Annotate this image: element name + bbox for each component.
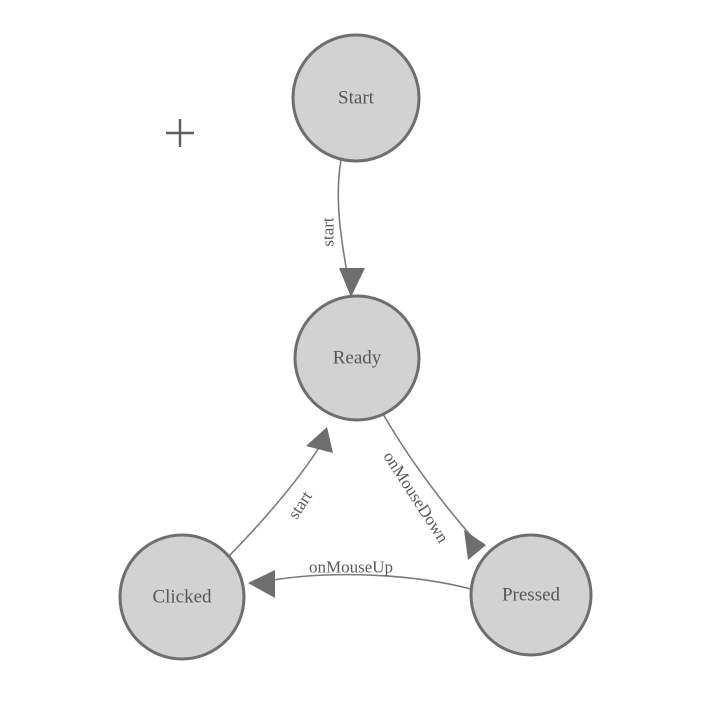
arrowhead-icon [464, 530, 486, 560]
node-label-ready: Ready [333, 348, 382, 369]
edge-label-pressed-to-clicked: onMouseUp [309, 558, 393, 577]
edge-path [228, 442, 323, 557]
node-start[interactable]: Start [291, 33, 421, 163]
node-ready[interactable]: Ready [293, 294, 421, 422]
node-label-pressed: Pressed [502, 585, 561, 606]
node-pressed[interactable]: Pressed [469, 533, 593, 657]
arrowhead-icon [248, 570, 275, 598]
crosshair-icon [166, 119, 194, 147]
edge-label-ready-to-pressed: onMouseDown [379, 448, 452, 547]
arrowhead-icon [339, 268, 365, 297]
node-label-clicked: Clicked [152, 587, 212, 608]
edge-label-clicked-to-ready: start [284, 487, 316, 522]
edge-clicked-to-ready[interactable]: start [228, 427, 333, 557]
node-shape [291, 33, 421, 163]
edge-pressed-to-clicked[interactable]: onMouseUp [248, 558, 472, 599]
edge-label-start-to-ready: start [319, 217, 338, 247]
node-label-start: Start [338, 88, 375, 109]
arrowhead-icon [306, 427, 333, 453]
edge-start-to-ready[interactable]: start [319, 159, 366, 297]
edge-ready-to-pressed[interactable]: onMouseDown [379, 413, 486, 560]
edge-path [382, 413, 480, 546]
edge-path [255, 573, 472, 590]
node-clicked[interactable]: Clicked [118, 533, 246, 661]
node-shape [469, 533, 593, 657]
edge-path [337, 159, 349, 279]
node-shape [118, 533, 246, 661]
node-shape [293, 294, 421, 422]
